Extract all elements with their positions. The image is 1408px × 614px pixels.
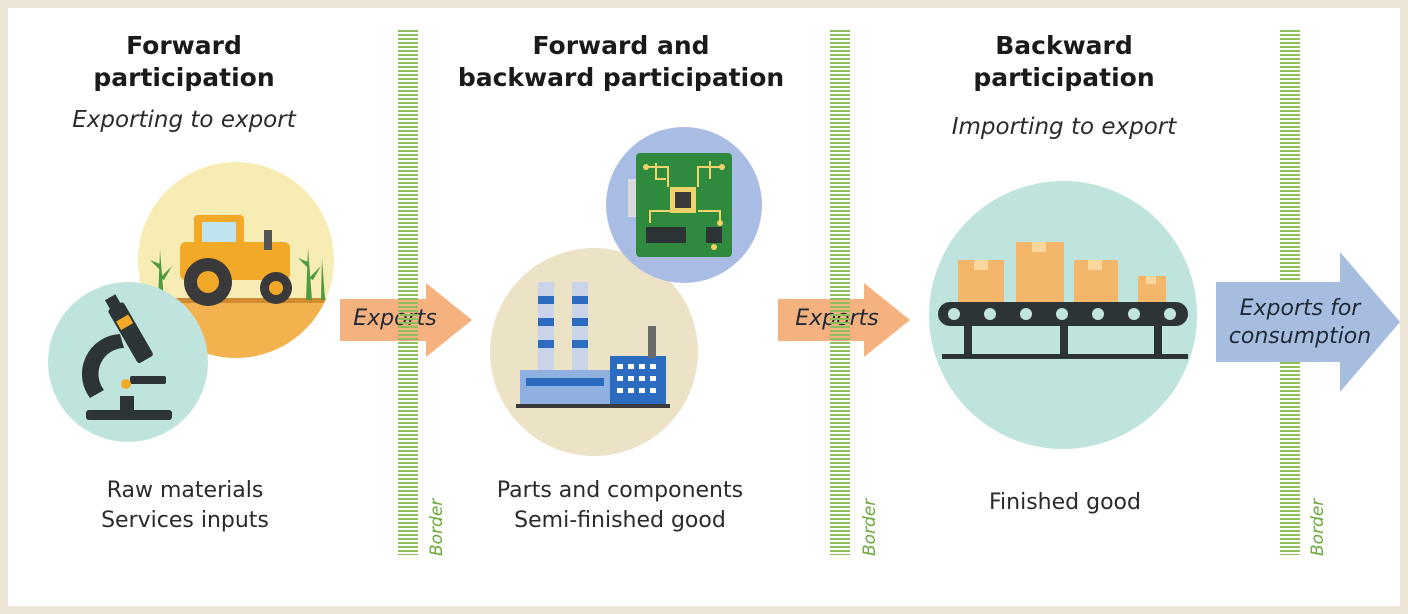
stage-1-caption-line2: Services inputs [101,508,269,533]
border-label-2: Border [860,498,880,556]
border-line-1 [398,30,418,555]
consumption-arrow-label-line2: consumption [1228,324,1372,349]
export-arrow-1-label: Exports [353,306,437,331]
conveyor-belt-icon [929,181,1197,449]
stage-2-title: Forward and backward participation [446,30,796,94]
stage-2-title-line2: backward participation [457,63,785,92]
consumption-arrow [1216,252,1400,392]
stage-1-title-line2: participation [93,63,275,92]
stage-1-title: Forward participation [84,30,284,94]
microscope-icon [48,282,208,442]
stage-2-caption-line2: Semi-finished good [514,508,726,533]
stage-2-caption-line1: Parts and components [496,478,744,503]
stage-1-caption: Raw materials Services inputs [50,476,320,536]
stage-3-subtitle: Importing to export [951,114,1177,140]
stage-2-title-line1: Forward and [532,31,710,60]
factory-icon [490,248,698,456]
border-label-3: Border [1308,498,1328,556]
stage-1-caption-line1: Raw materials [106,478,264,503]
stage-1-subtitle: Exporting to export [72,107,296,133]
stage-3-title-line2: participation [973,63,1155,92]
stage-3-caption-line1: Finished good [989,490,1141,515]
consumption-arrow-label-line1: Exports for [1239,296,1361,321]
border-label-1: Border [427,498,447,556]
border-line-2 [830,30,850,555]
stage-3-title-line1: Backward [995,31,1133,60]
consumption-arrow-label: Exports for consumption [1220,295,1380,351]
stage-1-title-line1: Forward [126,31,242,60]
stage-3-title: Backward participation [944,30,1184,94]
stage-2-caption: Parts and components Semi-finished good [470,476,770,536]
circuit-board-icon [606,127,762,283]
stage-3-caption: Finished good [940,488,1190,518]
